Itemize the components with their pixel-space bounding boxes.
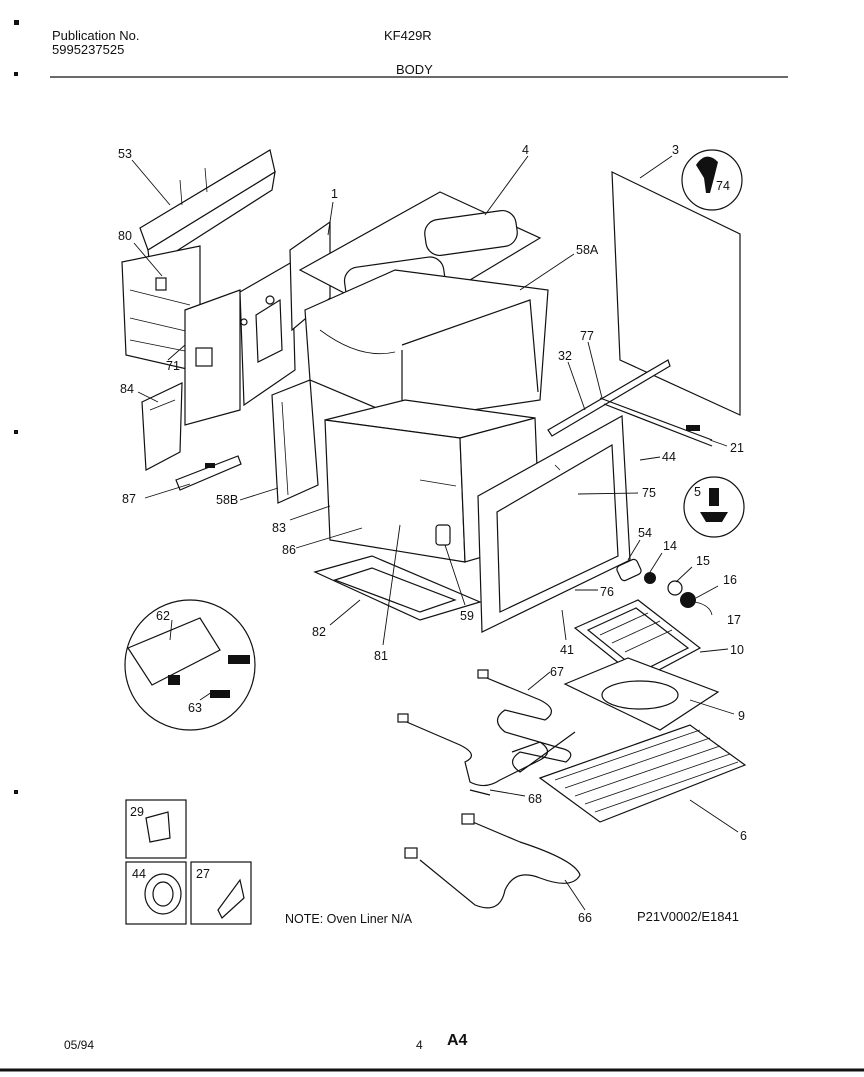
callout-labels: 53 1 4 3 74 80 58A 77 32 71 84 21 44 75 … [118,143,747,925]
callout-54: 54 [638,526,652,540]
callout-82: 82 [312,625,326,639]
callout-17: 17 [727,613,741,627]
part-44-box [125,861,187,925]
callout-84: 84 [120,382,134,396]
callout-81: 81 [374,649,388,663]
callout-10: 10 [730,643,744,657]
part-29-box [125,799,187,859]
callout-1: 1 [331,187,338,201]
callout-9: 9 [738,709,745,723]
callout-71: 71 [166,359,180,373]
oven-liner-note: NOTE: Oven Liner N/A [285,912,413,926]
part-82-bottom [313,555,482,621]
part-58A-wrapper [304,269,549,421]
callout-32: 32 [558,349,572,363]
callout-67: 67 [550,665,564,679]
callout-63: 63 [188,701,202,715]
part-71-inner-panel [184,289,241,426]
callout-87: 87 [122,492,136,506]
publication-label: Publication No. [52,28,140,43]
page-mark [14,430,18,434]
part-84-bracket [141,382,183,471]
callout-62: 62 [156,609,170,623]
drawing-code: P21V0002/E1841 [637,909,739,924]
callout-58A: 58A [576,243,599,257]
part-27-box [190,861,252,925]
rods [547,359,713,447]
callout-29: 29 [130,805,144,819]
callout-66: 66 [578,911,592,925]
callout-16: 16 [723,573,737,587]
callout-21: 21 [730,441,744,455]
part-68-element [397,713,549,796]
publication-number: 5995237525 [52,42,125,57]
callout-76: 76 [600,585,614,599]
callout-83: 83 [272,521,286,535]
part-59-socket [435,524,451,546]
part-53-rear-trim [139,149,276,270]
callout-59: 59 [460,609,474,623]
callout-14: 14 [663,539,677,553]
callout-68: 68 [528,792,542,806]
part-10-broil-grid [573,599,702,681]
page-mark [14,72,18,76]
door-frame [477,415,631,633]
section-title: BODY [396,62,433,77]
part-9-broil-pan [563,657,720,731]
callout-44-box: 44 [132,867,146,881]
part-5-detail-circle [683,476,745,538]
part-67-element [477,669,576,773]
callout-4: 4 [522,143,529,157]
page-mark [14,790,18,794]
callout-27: 27 [196,867,210,881]
part-62-detail-circle [124,599,256,731]
callout-41: 41 [560,643,574,657]
page-mark [14,20,19,25]
footer-page-number: 4 [416,1038,423,1052]
callout-6: 6 [740,829,747,843]
callout-58B: 58B [216,493,238,507]
callout-5: 5 [694,485,701,499]
callout-74: 74 [716,179,730,193]
part-bracket [239,260,296,407]
part-3-back-panel [611,171,741,416]
callout-15: 15 [696,554,710,568]
footer-sheet-label: A4 [447,1032,468,1049]
part-87-strip [175,455,242,491]
callout-3: 3 [672,143,679,157]
part-66-wire [404,813,581,909]
callout-44: 44 [662,450,676,464]
part-74-detail-circle [681,149,743,211]
callout-77: 77 [580,329,594,343]
part-58B-side [271,379,319,504]
light-parts [616,558,713,616]
callout-53: 53 [118,147,132,161]
part-6-oven-rack [538,724,747,823]
footer-date: 05/94 [64,1038,95,1052]
callout-80: 80 [118,229,132,243]
callout-86: 86 [282,543,296,557]
callout-75: 75 [642,486,656,500]
model-number: KF429R [384,28,432,43]
leader-lines [131,155,739,911]
